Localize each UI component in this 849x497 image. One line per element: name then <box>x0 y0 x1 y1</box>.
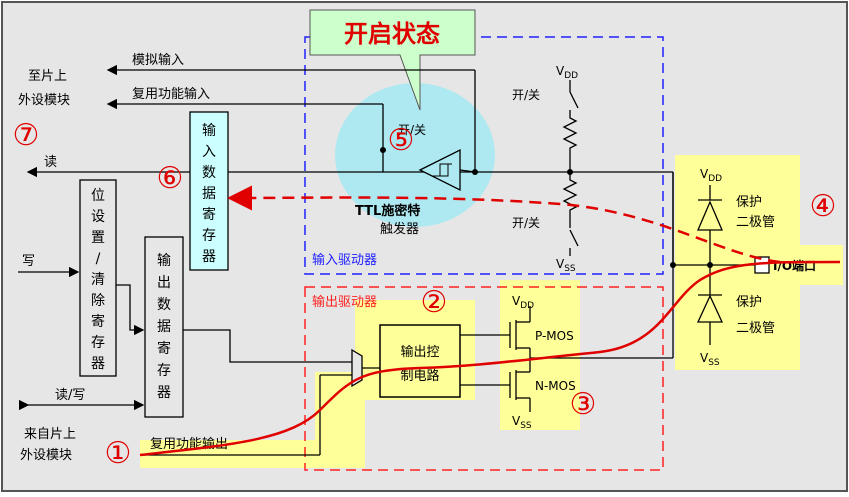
odr-text-char: 寄 <box>157 340 171 357</box>
nmos-vss: VSS <box>512 414 532 431</box>
bsrr-text-char: 存 <box>91 335 105 351</box>
schmitt-highlight <box>335 83 495 227</box>
output-ctrl-label-1: 输出控 <box>400 344 439 360</box>
bsrr-text-char: 寄 <box>91 313 105 330</box>
bsrr-text-char: 除 <box>91 293 105 309</box>
odr-text-char: 据 <box>157 319 171 335</box>
output-driver-label: 输出驱动器 <box>312 294 377 310</box>
schmitt-label-2: 触发器 <box>380 221 419 237</box>
step-marker-6: ⑥ <box>157 161 184 196</box>
odr-text-char: 出 <box>157 275 171 291</box>
to-chip-label-1: 至片上 <box>28 69 67 84</box>
analog-input-label: 模拟输入 <box>132 52 184 68</box>
step-marker-1: ① <box>105 436 132 471</box>
bsrr-text-char: 位 <box>91 188 105 204</box>
output-data-register <box>144 236 184 418</box>
idr-text-char: 存 <box>202 228 216 244</box>
diode-vdd: VDD <box>700 167 722 184</box>
diode-upper-label-2: 二极管 <box>736 215 775 230</box>
to-chip-label-2: 外设模块 <box>18 93 70 108</box>
from-chip-label-2: 外设模块 <box>20 448 72 463</box>
schmitt-label-1: TTL施密特 <box>355 203 420 219</box>
step-markers: ① ② ③ ④ ⑤ ⑥ ⑦ <box>13 118 837 471</box>
step-marker-2: ② <box>421 285 448 320</box>
step-marker-4: ④ <box>810 189 837 224</box>
protection-diode-lower <box>696 265 724 345</box>
nmos-label: N-MOS <box>535 379 576 393</box>
diode-lower-label-1: 保护 <box>736 295 762 310</box>
pmos-transistor <box>460 306 531 358</box>
schmitt-switch-label: 开/关 <box>398 123 426 137</box>
pulldown-vss: VSS <box>556 257 576 274</box>
pull-down-resistor <box>562 172 579 256</box>
from-chip-label-1: 来自片上 <box>24 427 76 442</box>
step-marker-5: ⑤ <box>388 123 415 158</box>
diode-lower-label-2: 二极管 <box>736 321 775 336</box>
diode-upper-label-1: 保护 <box>736 195 762 210</box>
idr-text-char: 器 <box>202 249 216 265</box>
idr-text-char: 寄 <box>202 206 216 223</box>
io-port-label: I/O端口 <box>773 258 816 273</box>
idr-text-char: 入 <box>202 144 216 160</box>
pullup-switch-label: 开/关 <box>512 88 540 102</box>
read-write-label: 读/写 <box>55 388 85 403</box>
bsrr-text-char: 置 <box>91 230 105 246</box>
pull-up-resistor <box>562 80 579 172</box>
io-port-pad <box>754 256 770 274</box>
bsrr-text-char: 清 <box>91 272 105 288</box>
bsrr-text-char: / <box>96 251 101 267</box>
title-callout: 开启状态 <box>309 9 476 111</box>
title-text: 开启状态 <box>344 20 440 48</box>
pmos-label: P-MOS <box>535 329 574 343</box>
step-marker-7: ⑦ <box>13 118 40 153</box>
output-driver-box <box>304 286 664 471</box>
bsrr-text-char: 器 <box>91 356 105 372</box>
input-flow-path <box>227 185 781 264</box>
alt-input-label: 复用功能输入 <box>132 86 210 102</box>
output-control-circuit <box>379 324 461 398</box>
input-driver-box <box>304 36 664 275</box>
input-driver-label: 输入驱动器 <box>312 252 377 268</box>
pmos-vdd: VDD <box>512 294 534 311</box>
idr-text-char: 输 <box>202 123 216 139</box>
bsrr-text-char: 设 <box>91 209 105 225</box>
read-label: 读 <box>44 155 57 170</box>
bit-set-reset-register <box>79 179 117 377</box>
odr-text-char: 器 <box>157 385 171 401</box>
odr-text-char: 输 <box>157 253 171 269</box>
idr-text-char: 据 <box>202 186 216 202</box>
protection-diode-upper <box>697 185 723 265</box>
pullup-vdd: VDD <box>556 64 578 81</box>
idr-text-char: 数 <box>202 165 216 181</box>
write-label: 写 <box>22 254 35 269</box>
step-marker-3: ③ <box>570 387 597 422</box>
odr-text-char: 存 <box>157 363 171 379</box>
pulldown-switch-label: 开/关 <box>512 216 540 230</box>
output-flow-path <box>139 260 841 457</box>
odr-text-char: 数 <box>157 297 171 313</box>
diode-vss: VSS <box>700 351 720 368</box>
output-ctrl-label-2: 制电路 <box>400 368 439 384</box>
